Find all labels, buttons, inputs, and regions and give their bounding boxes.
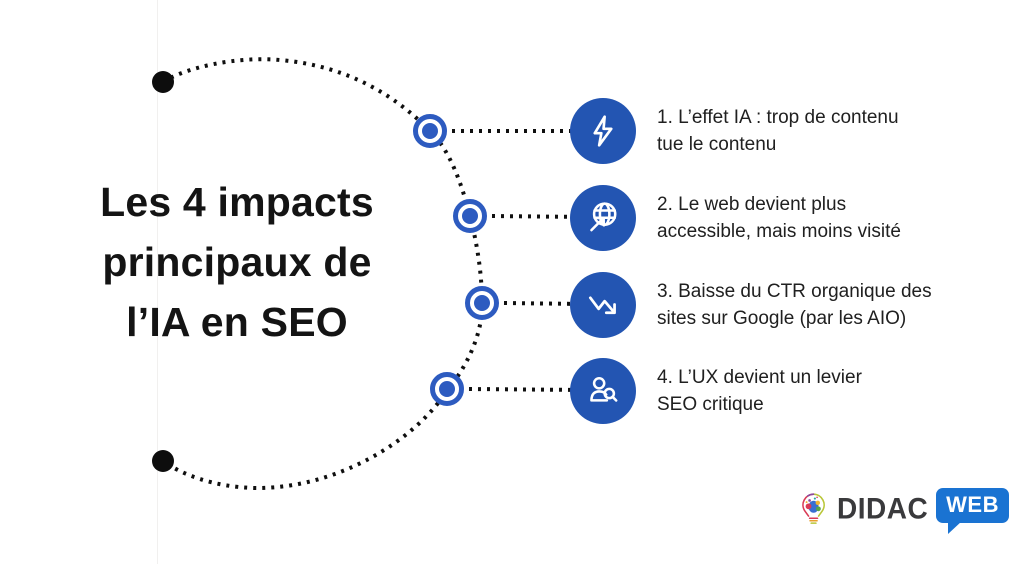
impact-item-text: 2. Le web devient plus accessible, mais … — [657, 191, 901, 246]
title-line-2: principaux de — [102, 239, 372, 285]
ring-node-2 — [453, 199, 487, 233]
dotted-arc-path — [161, 57, 485, 491]
item-line: 3. Baisse du CTR organique des — [657, 280, 932, 302]
item-line: 2. Le web devient plus — [657, 193, 847, 215]
arc-endpoint-top — [152, 71, 174, 93]
arc-endpoint-bottom — [152, 450, 174, 472]
impact-item-2: 2. Le web devient plus accessible, mais … — [570, 185, 901, 251]
item-line: SEO critique — [657, 394, 764, 415]
item-line: accessible, mais moins visité — [657, 221, 901, 242]
item-line: 1. L’effet IA : trop de contenu — [657, 106, 899, 128]
ring-node-4 — [430, 372, 464, 406]
brand-name: DIDAC — [837, 492, 929, 525]
impact-item-text: 4. L’UX devient un levier SEO critique — [657, 364, 862, 419]
globe-cursor-icon — [570, 185, 636, 251]
didacweb-logo: DIDAC WEB — [799, 472, 1009, 546]
impact-item-3: 3. Baisse du CTR organique des sites sur… — [570, 272, 932, 338]
impact-item-text: 3. Baisse du CTR organique des sites sur… — [657, 278, 932, 333]
connector-line-4 — [468, 387, 586, 392]
lightning-icon — [570, 98, 636, 164]
title-line-3: l’IA en SEO — [126, 299, 348, 345]
title-line-1: Les 4 impacts — [100, 179, 374, 225]
web-badge: WEB — [936, 487, 1009, 534]
lightbulb-icon — [802, 493, 825, 524]
impact-item-1: 1. L’effet IA : trop de contenu tue le c… — [570, 98, 899, 164]
item-line: sites sur Google (par les AIO) — [657, 308, 907, 329]
impact-item-text: 1. L’effet IA : trop de contenu tue le c… — [657, 104, 899, 159]
item-line: tue le contenu — [657, 134, 777, 155]
user-search-icon — [570, 358, 636, 424]
connector-line-2 — [491, 214, 586, 219]
trend-down-icon — [570, 272, 636, 338]
item-line: 4. L’UX devient un levier — [657, 366, 862, 388]
page-title: Les 4 impacts principaux de l’IA en SEO — [28, 172, 446, 352]
ring-node-1 — [413, 114, 447, 148]
ring-node-3 — [465, 286, 499, 320]
panel-divider — [157, 0, 158, 564]
impact-item-4: 4. L’UX devient un levier SEO critique — [570, 358, 862, 424]
